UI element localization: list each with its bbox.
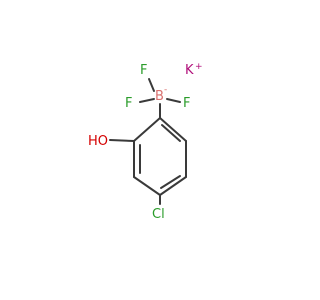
bond-boron-fluorine-top bbox=[148, 78, 155, 92]
fluorine-right-label: F bbox=[183, 96, 190, 111]
atom-labels: K + F F F B - HO Cl bbox=[88, 62, 203, 222]
bond-c2-oxygen bbox=[109, 139, 135, 142]
bond-boron-fluorine-left bbox=[139, 98, 155, 103]
fluorine-top-label: F bbox=[140, 63, 147, 78]
structure-drawing: K + F F F B - HO Cl bbox=[88, 62, 203, 222]
potassium-charge: + bbox=[195, 62, 203, 72]
boron-label: B bbox=[155, 89, 164, 104]
ring-bond-c3-c4 bbox=[133, 176, 161, 196]
fluorine-left-label: F bbox=[125, 96, 132, 111]
potassium-label: K bbox=[185, 63, 194, 78]
ring-bond-c6-c6-inner bbox=[161, 124, 181, 142]
bond-boron-fluorine-right bbox=[166, 98, 181, 103]
molecule-diagram: K + F F F B - HO Cl bbox=[88, 62, 203, 222]
boron-charge: - bbox=[164, 85, 167, 95]
chlorine-label: Cl bbox=[152, 207, 165, 222]
ring-bond-c1-c6 bbox=[159, 117, 187, 142]
ring-bond-c4-c5-inner bbox=[160, 175, 181, 189]
bond-layer bbox=[109, 78, 187, 205]
ring-bond-c1-c2 bbox=[133, 117, 161, 142]
hydroxyl-label: HO bbox=[88, 134, 108, 149]
ring-bond-c4-c5 bbox=[159, 176, 187, 196]
